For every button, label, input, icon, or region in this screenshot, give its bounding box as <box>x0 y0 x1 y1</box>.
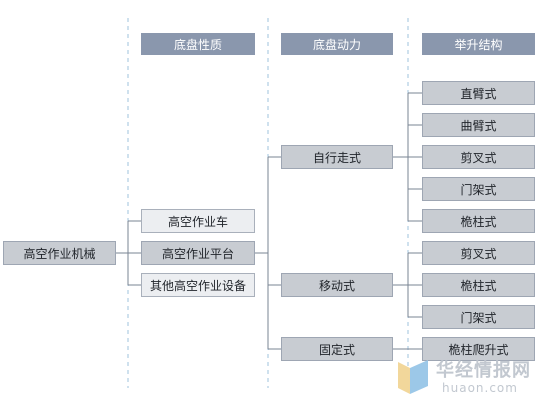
node-chassis-aerial-vehicle: 高空作业车 <box>141 209 255 233</box>
node-lift-scissor: 剪叉式 <box>422 145 535 169</box>
node-lift-gantry: 门架式 <box>422 177 535 201</box>
watermark: 华经情报网 huaon.com <box>396 356 546 400</box>
node-chassis-other-equipment: 其他高空作业设备 <box>141 273 255 297</box>
node-power-mobile: 移动式 <box>281 273 393 297</box>
node-lift-articulated-boom: 曲臂式 <box>422 113 535 137</box>
node-lift-mast: 桅柱式 <box>422 273 535 297</box>
node-lift-scissor: 剪叉式 <box>422 241 535 265</box>
watermark-name: 华经情报网 <box>436 360 531 381</box>
node-lift-gantry: 门架式 <box>422 305 535 329</box>
node-lift-mast-climbing: 桅柱爬升式 <box>422 337 535 361</box>
node-power-fixed: 固定式 <box>281 337 393 361</box>
watermark-url: huaon.com <box>442 381 518 395</box>
node-root: 高空作业机械 <box>3 241 116 265</box>
header-lift-structure: 举升结构 <box>422 33 535 55</box>
node-power-self-propelled: 自行走式 <box>281 145 393 169</box>
node-lift-straight-boom: 直臂式 <box>422 81 535 105</box>
node-chassis-aerial-platform: 高空作业平台 <box>141 241 255 265</box>
header-chassis-nature: 底盘性质 <box>141 33 255 55</box>
header-chassis-power: 底盘动力 <box>281 33 393 55</box>
node-lift-mast: 桅柱式 <box>422 209 535 233</box>
huaon-logo-icon <box>398 360 428 394</box>
